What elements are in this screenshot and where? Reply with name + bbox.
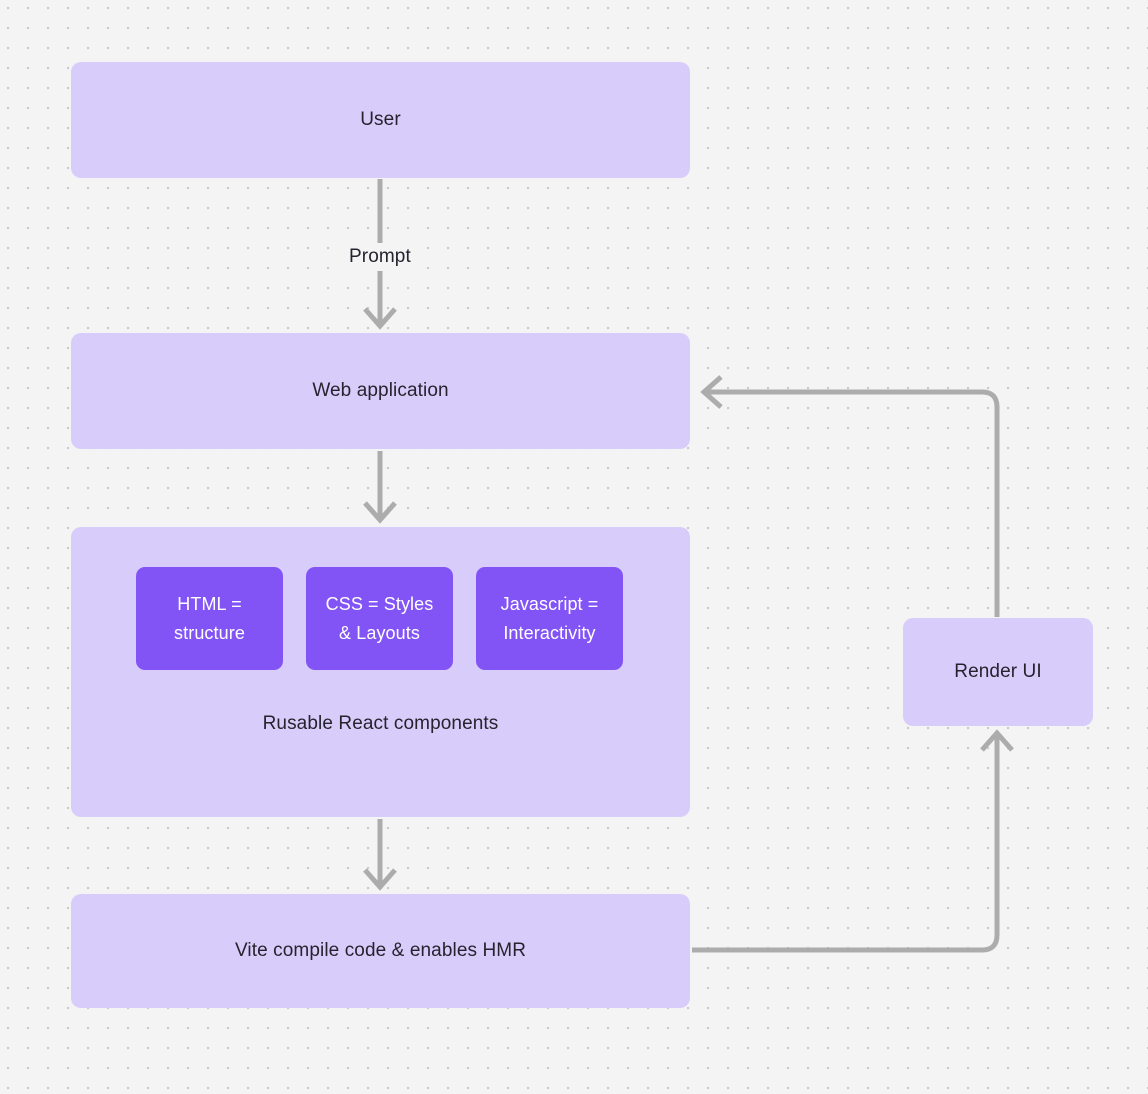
node-components-caption: Rusable React components xyxy=(262,713,499,734)
node-css-styles-layouts[interactable]: CSS = Styles & Layouts xyxy=(306,567,453,670)
node-css-styles-layouts-label: CSS = Styles & Layouts xyxy=(326,590,434,648)
arrowhead-user-to-webapp xyxy=(363,307,397,330)
node-html-structure[interactable]: HTML = structure xyxy=(136,567,283,670)
node-html-structure-line2: structure xyxy=(174,622,245,643)
node-javascript-interactivity-line2: Interactivity xyxy=(503,622,596,643)
arrowhead-vite-to-render xyxy=(980,729,1014,752)
node-html-structure-line1: HTML = xyxy=(177,593,242,614)
node-user-label: User xyxy=(360,109,401,131)
node-javascript-interactivity-line1: Javascript = xyxy=(500,593,599,614)
node-render-ui-label: Render UI xyxy=(954,661,1042,683)
node-user[interactable]: User xyxy=(71,62,690,178)
node-vite-compile-label: Vite compile code & enables HMR xyxy=(234,940,527,962)
arrowhead-webapp-to-components xyxy=(363,501,397,524)
arrowhead-components-to-vite xyxy=(363,868,397,891)
arrowhead-render-to-webapp xyxy=(700,375,723,409)
edge-label-prompt: Prompt xyxy=(342,245,418,269)
node-web-application[interactable]: Web application xyxy=(71,333,690,449)
node-css-styles-layouts-line1: CSS = Styles xyxy=(325,593,434,614)
node-html-structure-label: HTML = structure xyxy=(174,590,245,648)
node-web-application-label: Web application xyxy=(312,380,449,402)
node-vite-compile[interactable]: Vite compile code & enables HMR xyxy=(71,894,690,1008)
node-css-styles-layouts-line2: & Layouts xyxy=(339,622,420,643)
node-render-ui[interactable]: Render UI xyxy=(903,618,1093,726)
edge-vite-to-render xyxy=(692,734,1000,953)
edge-render-to-webapp xyxy=(706,389,1000,617)
node-javascript-interactivity[interactable]: Javascript = Interactivity xyxy=(476,567,623,670)
node-javascript-interactivity-label: Javascript = Interactivity xyxy=(501,590,599,648)
